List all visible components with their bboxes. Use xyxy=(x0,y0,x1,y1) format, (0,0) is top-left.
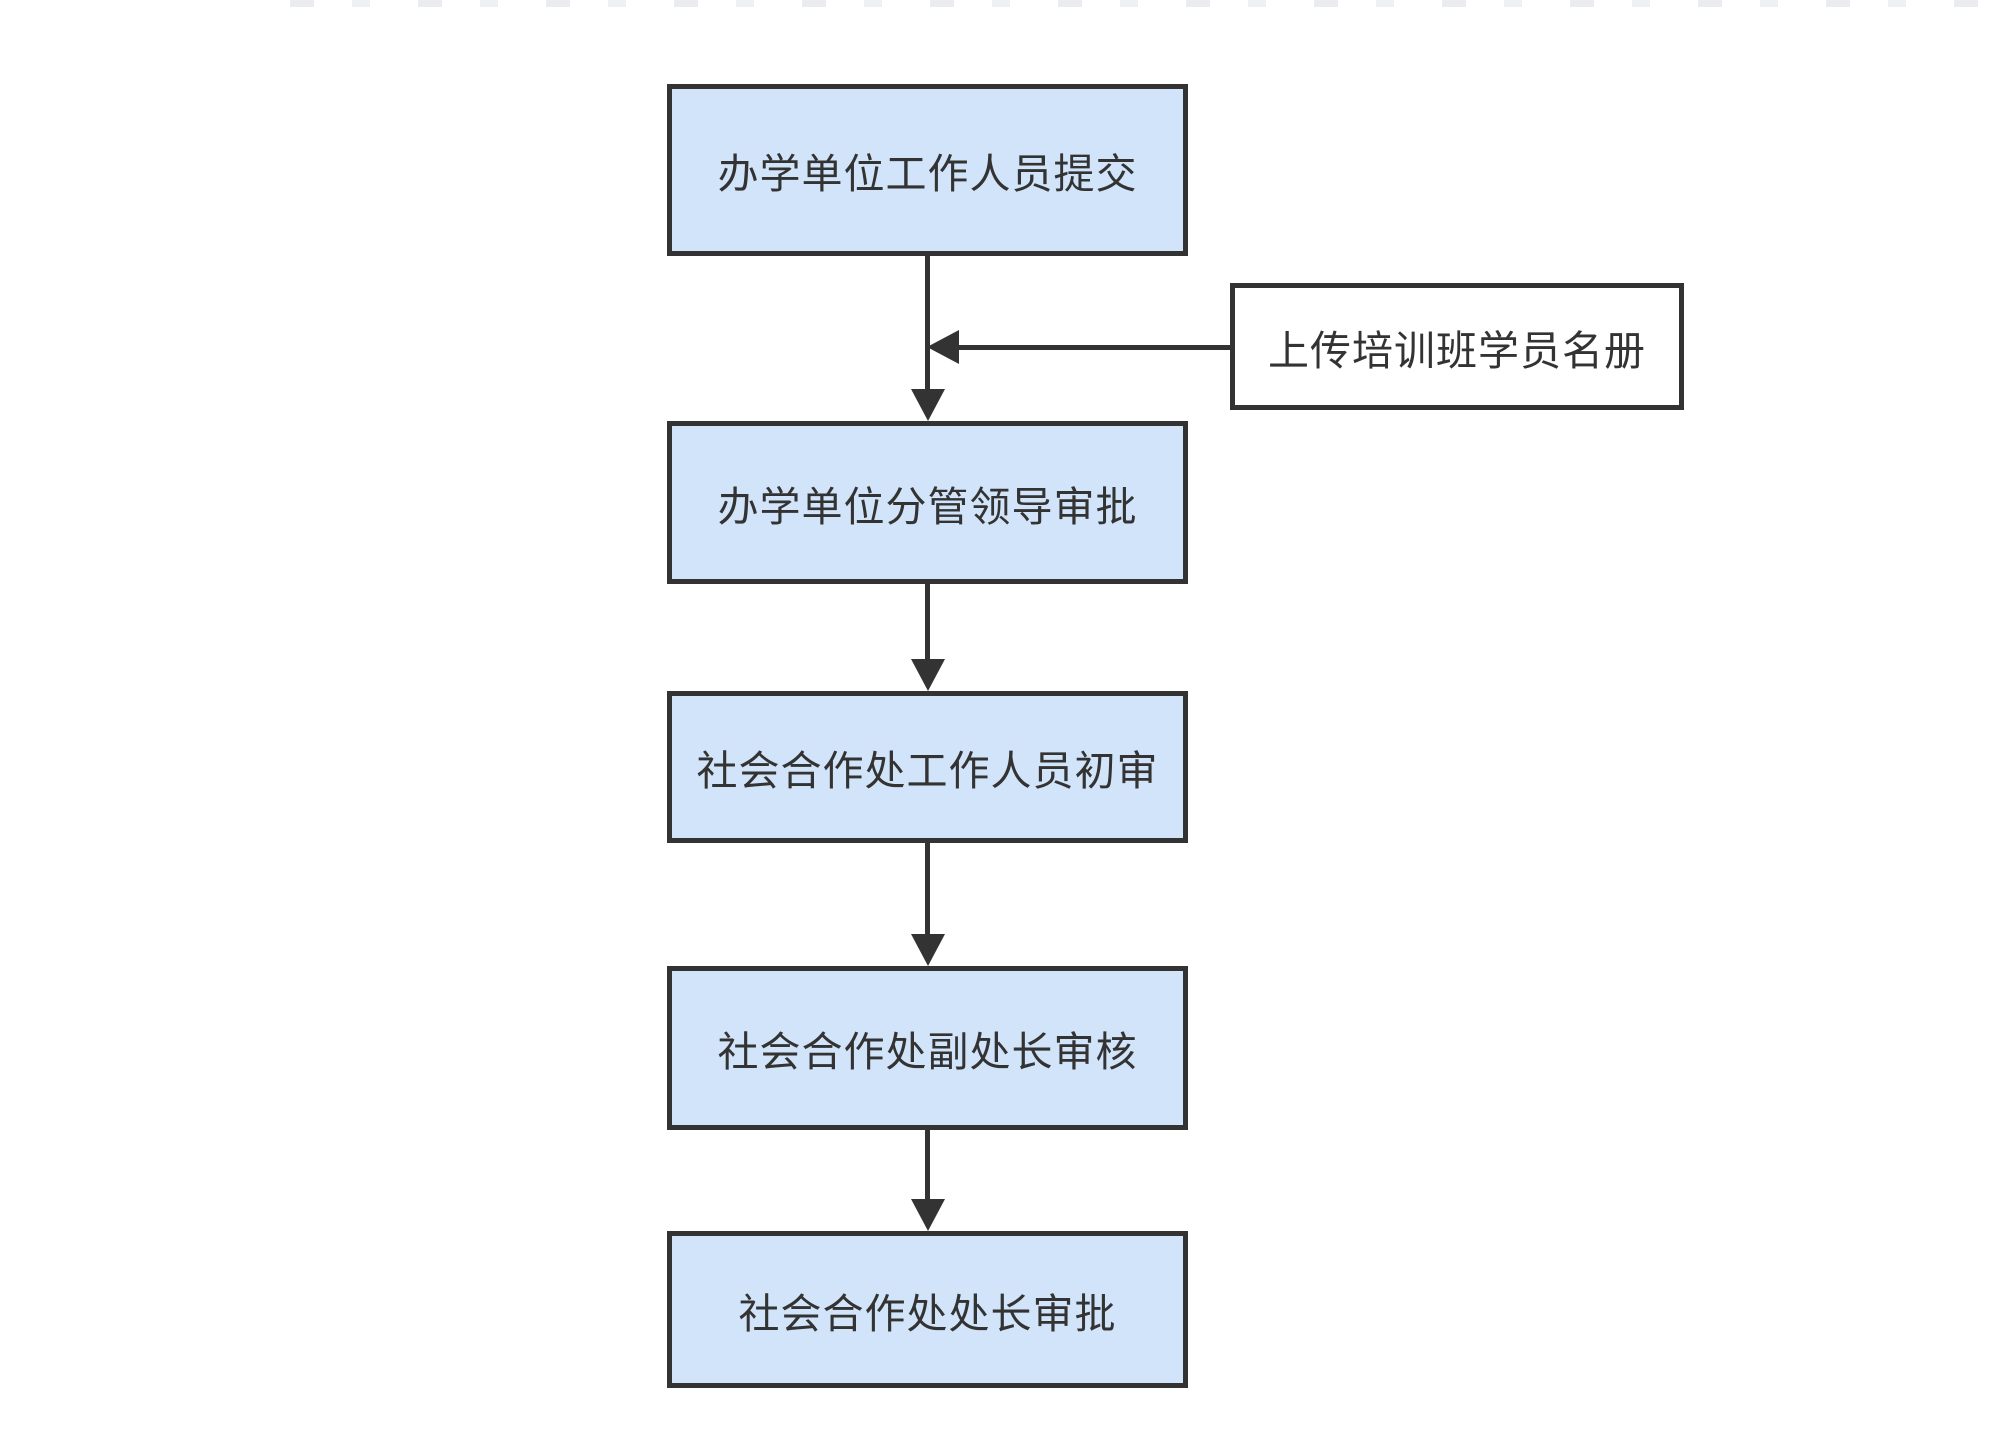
flow-node-label: 社会合作处工作人员初审 xyxy=(696,748,1159,794)
connector-line-annotation xyxy=(959,345,1230,350)
flow-node-deputy-director-review: 社会合作处副处长审核 xyxy=(667,966,1188,1130)
flow-node-director-approval: 社会合作处处长审批 xyxy=(667,1231,1188,1388)
flow-node-leader-approval: 办学单位分管领导审批 xyxy=(667,421,1188,584)
arrow-head-down-icon xyxy=(911,389,945,421)
arrow-head-down-icon xyxy=(911,934,945,966)
arrow-head-left-icon xyxy=(927,330,959,364)
flow-node-staff-submit: 办学单位工作人员提交 xyxy=(667,84,1188,256)
arrow-head-down-icon xyxy=(911,659,945,691)
arrow-head-down-icon xyxy=(911,1199,945,1231)
connector-line-n4-n5 xyxy=(925,1130,930,1199)
flow-node-label: 社会合作处副处长审核 xyxy=(717,1029,1138,1075)
annotation-upload-roster: 上传培训班学员名册 xyxy=(1230,283,1684,410)
cropped-top-text-artifact xyxy=(290,0,1995,7)
flow-node-label: 办学单位分管领导审批 xyxy=(717,483,1138,530)
connector-line-n1-n2 xyxy=(925,256,930,389)
connector-line-n3-n4 xyxy=(925,843,930,934)
flow-node-initial-review: 社会合作处工作人员初审 xyxy=(667,691,1188,843)
annotation-label: 上传培训班学员名册 xyxy=(1268,327,1646,374)
flow-node-label: 办学单位工作人员提交 xyxy=(717,151,1138,197)
connector-line-n2-n3 xyxy=(925,584,930,659)
flow-node-label: 社会合作处处长审批 xyxy=(738,1290,1117,1337)
